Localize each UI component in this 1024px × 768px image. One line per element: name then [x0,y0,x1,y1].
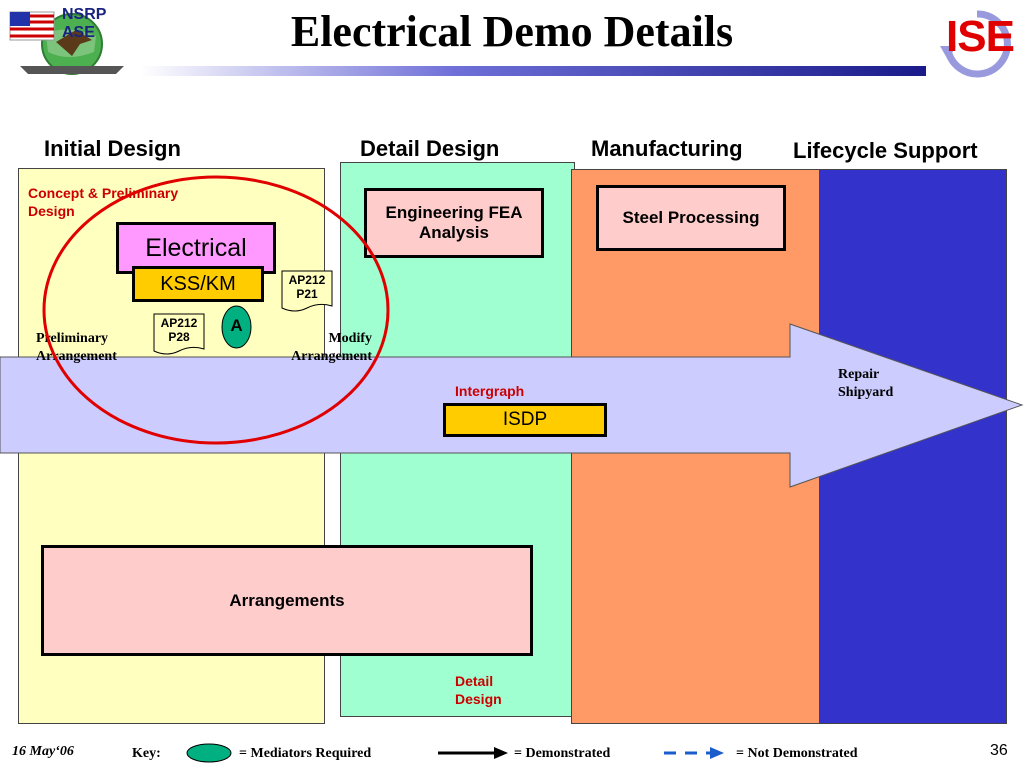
ise-logo-text: ISE [946,12,1015,61]
kss-km-box[interactable]: KSS/KM [132,266,264,302]
key-not-demonstrated-text: = Not Demonstrated [736,746,858,761]
header-lifecycle-support: Lifecycle Support [793,138,978,163]
key-solid-arrow-icon [438,747,508,759]
slide-title: Electrical Demo Details [290,7,734,56]
header-initial-design: Initial Design [44,136,181,161]
mediator-oval-icon [221,305,252,349]
key-label: Key: [132,746,161,761]
key-mediator-oval-icon [186,743,232,763]
label-detail-design-bottom: Detail Design [455,673,502,708]
header-detail-design: Detail Design [360,136,500,161]
document-icon [153,313,205,355]
ap212-p21-label: AP212 P21 [288,273,326,301]
engineering-fea-box[interactable]: Engineering FEA Analysis [364,188,544,258]
nsrp-ase-logo: NSRP ASE [6,4,136,78]
steel-processing-box[interactable]: Steel Processing [596,185,786,251]
document-icon [281,270,333,312]
mediator-oval[interactable]: A [221,305,252,349]
key-dashed-arrow-icon [664,747,724,759]
label-intergraph: Intergraph [455,383,525,399]
ap212-p21-document: AP212 P21 [281,270,333,314]
highlight-circle [42,175,390,445]
label-repair-shipyard: Repair Shipyard [838,367,894,401]
nsrp-ase-logo-text: NSRP ASE [62,6,107,41]
key-demonstrated-text: = Demonstrated [514,746,611,761]
arrangements-box[interactable]: Arrangements [41,545,533,656]
label-modify-arrangement: Modify Arrangement [291,331,372,365]
mediator-label: A [230,316,243,335]
ise-logo: ISE [934,6,1020,80]
nsrp-globe-icon [9,11,124,75]
isdp-box[interactable]: ISDP [443,403,607,437]
ap212-p28-label: AP212 P28 [160,316,198,344]
ise-cycle-icon [940,10,1011,78]
key-mediators-text: = Mediators Required [239,746,372,761]
electrical-box[interactable]: Electrical [116,222,276,274]
ap212-p28-document: AP212 P28 [153,313,205,357]
page-number: 36 [990,742,1008,759]
slide-date: 16 May‘06 [12,744,74,759]
header-manufacturing: Manufacturing [591,136,743,161]
title-underline-bar [140,66,926,76]
